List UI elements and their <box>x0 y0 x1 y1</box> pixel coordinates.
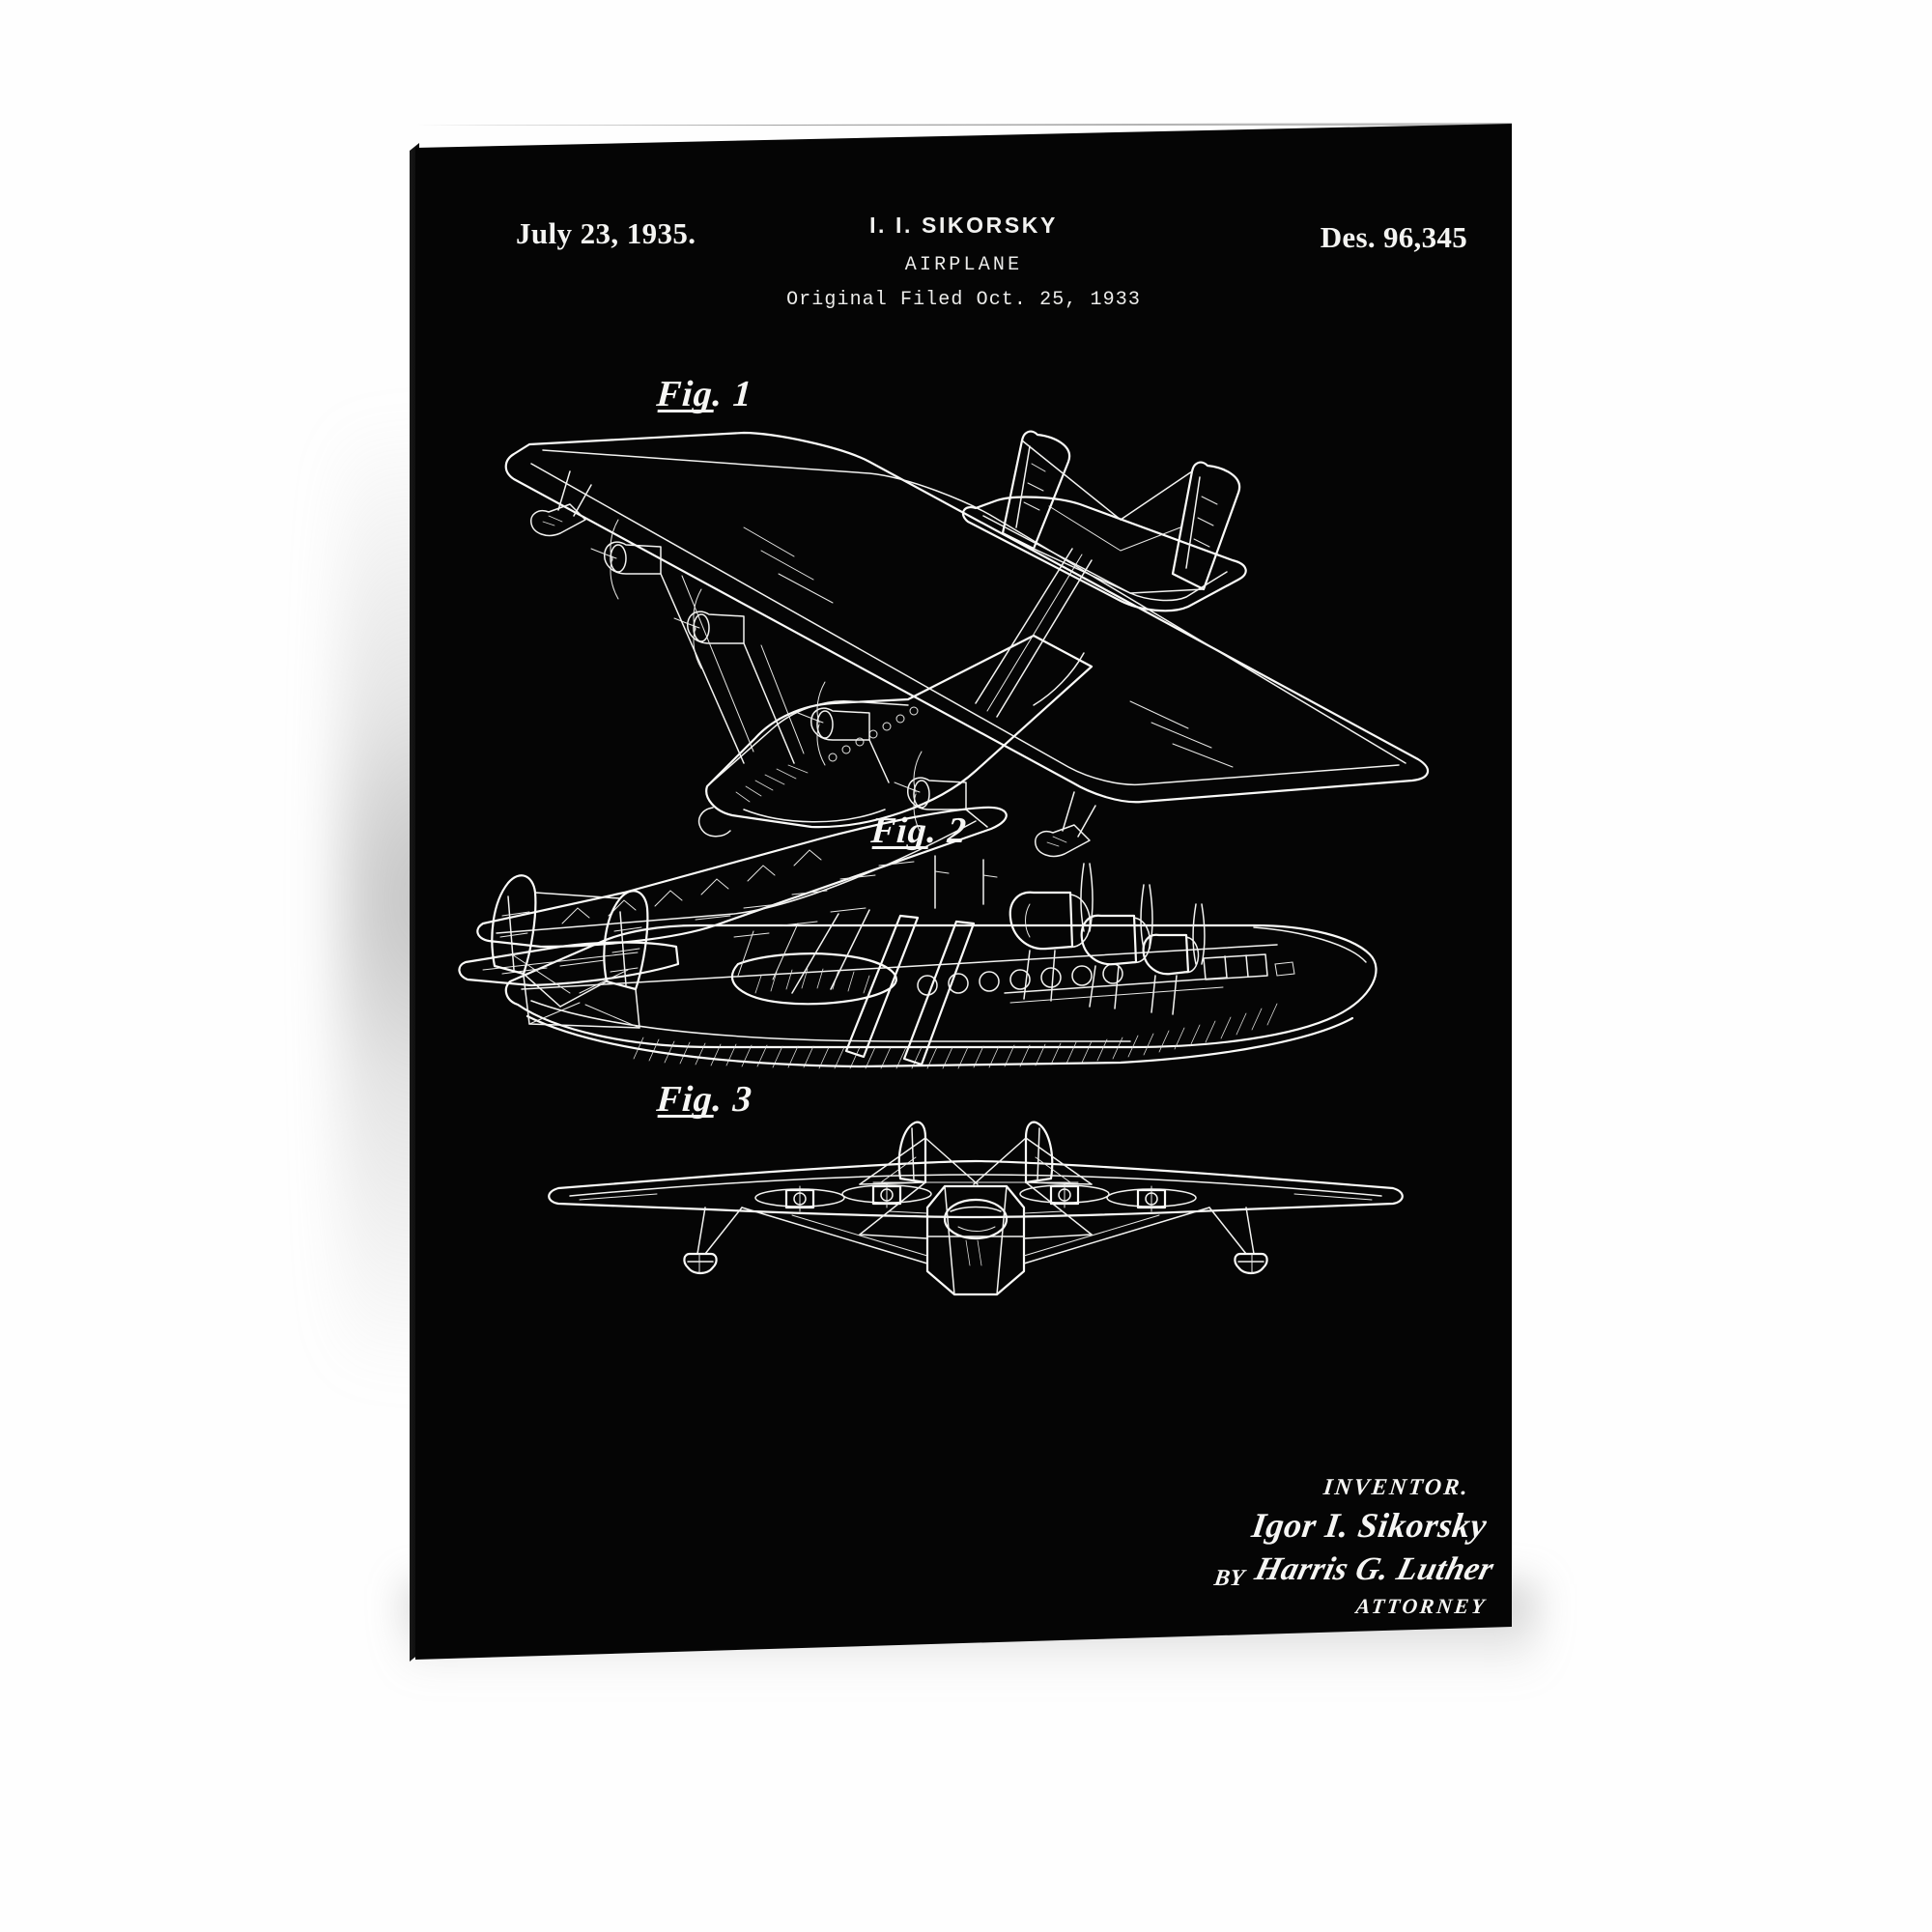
figure-3-label-text: Fig. 3 <box>655 1079 754 1120</box>
propeller-2 <box>842 1182 931 1208</box>
inventor-name: Igor I. Sikorsky <box>1249 1506 1490 1545</box>
attorney-byline: BY Harris G. Luther <box>971 1551 1497 1592</box>
by-label: BY <box>1212 1566 1246 1591</box>
engine-group-3 <box>798 682 869 765</box>
propeller-1 <box>755 1186 844 1211</box>
engine-nacelle-rear <box>1010 893 1091 949</box>
inventor-label: INVENTOR. <box>1321 1475 1471 1500</box>
engine-nacelle-mid <box>1082 916 1151 964</box>
attorney-signature: Harris G. Luther <box>1251 1551 1497 1587</box>
patent-drawing-sheet: July 23, 1935. Des. 96,345 I. I. SIKORSK… <box>415 124 1512 1660</box>
engine-group-4 <box>895 752 966 835</box>
float-left <box>684 1208 742 1273</box>
patent-title: AIRPLANE <box>904 254 1023 276</box>
patent-date: July 23, 1935. <box>516 216 696 250</box>
propeller-3 <box>1020 1182 1109 1208</box>
engine-group-2 <box>674 589 744 668</box>
patent-header-center: I. I. SIKORSKY AIRPLANE Original Filed O… <box>415 213 1512 311</box>
canvas-left-wrap-edge <box>410 143 419 1662</box>
patent-inventor-initials: I. I. SIKORSKY <box>869 213 1058 238</box>
signature-block: INVENTOR. Igor I. Sikorsky BY Harris G. … <box>971 1475 1497 1619</box>
canvas-top-highlight <box>415 123 1512 126</box>
canvas-front-face: July 23, 1935. Des. 96,345 I. I. SIKORSK… <box>415 124 1512 1660</box>
patent-filed-date: Original Filed Oct. 25, 1933 <box>786 289 1141 311</box>
figure-3-drawing <box>541 1119 1410 1360</box>
engine-group-1 <box>591 520 661 599</box>
patent-number: Des. 96,345 <box>1320 220 1467 254</box>
figure-1-drawing <box>454 404 1478 867</box>
propeller-4 <box>1107 1186 1196 1211</box>
figure-2-drawing <box>454 800 1478 1109</box>
figure-3-label: Fig. 3 <box>655 1078 754 1120</box>
attorney-label: ATTORNEY <box>1354 1594 1489 1618</box>
float-right <box>1209 1208 1267 1273</box>
